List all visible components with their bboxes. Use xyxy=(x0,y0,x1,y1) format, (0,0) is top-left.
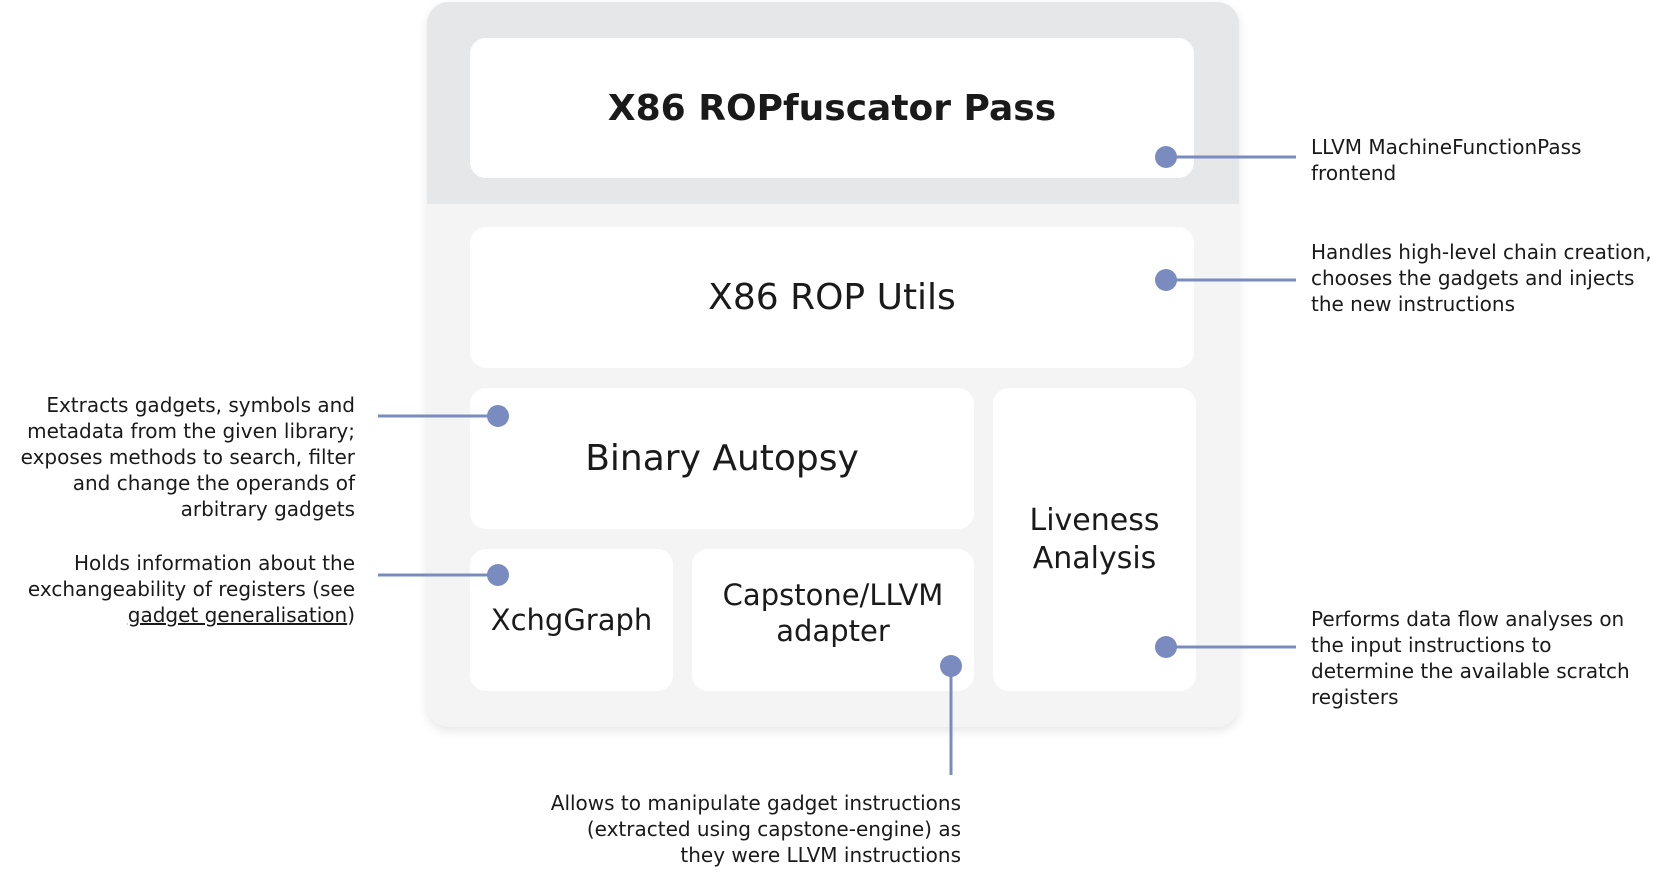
box-label-xchggraph: XchgGraph xyxy=(490,603,653,637)
annotation-capstone: Allows to manipulate gadget instructions… xyxy=(550,791,961,867)
annotation-autopsy: Extracts gadgets, symbols and metadata f… xyxy=(20,393,355,521)
box-label-liveness-analysis: Liveness Analysis xyxy=(1029,502,1160,576)
gadget-generalisation-link[interactable]: gadget generalisation xyxy=(127,603,348,627)
box-label-ropfuscator-pass: X86 ROPfuscator Pass xyxy=(607,87,1057,129)
box-label-capstone-adapter: Capstone/LLVM adapter xyxy=(722,578,944,648)
box-xchggraph: XchgGraph xyxy=(470,549,673,691)
annotation-xchggraph: Holds information about the exchangeabil… xyxy=(10,550,355,628)
box-label-binary-autopsy: Binary Autopsy xyxy=(585,438,859,479)
ropfuscator-panel: X86 ROPfuscator Pass X86 ROP Utils Binar… xyxy=(427,2,1239,727)
annotation-xchggraph-text: Holds information about the exchangeabil… xyxy=(27,551,355,601)
box-capstone-adapter: Capstone/LLVM adapter xyxy=(692,549,974,691)
box-rop-utils: X86 ROP Utils xyxy=(470,227,1194,368)
box-liveness-analysis: Liveness Analysis xyxy=(993,388,1196,691)
box-binary-autopsy: Binary Autopsy xyxy=(470,388,974,529)
annotation-pass: LLVM MachineFunctionPass frontend xyxy=(1311,135,1582,185)
box-ropfuscator-pass: X86 ROPfuscator Pass xyxy=(470,38,1194,178)
box-label-rop-utils: X86 ROP Utils xyxy=(708,277,956,318)
annotation-utils: Handles high-level chain creation, choos… xyxy=(1311,240,1652,316)
annotation-xchggraph-close: ) xyxy=(347,603,355,627)
annotation-liveness: Performs data flow analyses on the input… xyxy=(1311,607,1630,709)
